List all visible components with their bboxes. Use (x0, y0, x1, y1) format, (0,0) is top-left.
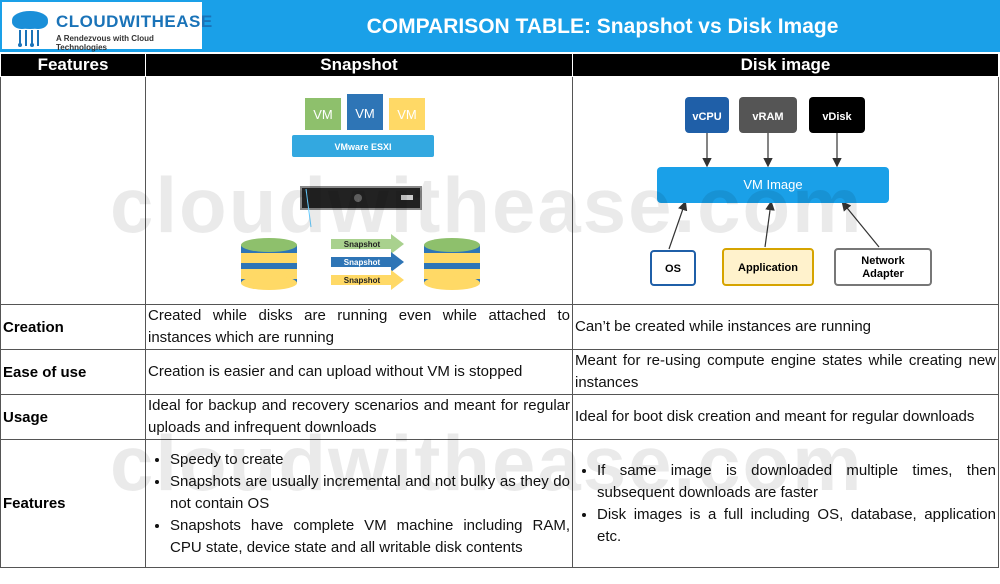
list-item: Snapshots are usually incremental and no… (170, 471, 570, 515)
snapshot-diagram-cell: VM VM VM VMware ESXI (145, 76, 573, 305)
database-icon (424, 238, 480, 290)
os-box (650, 250, 696, 286)
vm-label: VM (397, 107, 417, 122)
esxi-label: VMware ESXI (334, 142, 391, 152)
list-item: If same image is downloaded multiple tim… (597, 460, 996, 504)
list-item: Disk images is a full including OS, data… (597, 504, 996, 548)
row-label: Ease of use (0, 349, 146, 395)
snapshot-arrow-label: Snapshot (344, 258, 381, 267)
vm-label: VM (355, 106, 375, 121)
snapshot-features-cell: Speedy to create Snapshots are usually i… (145, 439, 573, 568)
row-label: Creation (0, 304, 146, 350)
table-row: Creation Created while disks are running… (0, 304, 999, 350)
os-label: OS (665, 263, 681, 275)
vcpu-label: vCPU (692, 111, 721, 123)
vcpu-box (685, 97, 729, 133)
vm-image-box (657, 167, 889, 203)
application-label: Application (738, 262, 798, 274)
snapshot-arrow (331, 270, 404, 290)
brand-logo: CLOUDWITHEASE A Rendezvous with Cloud Te… (2, 2, 212, 52)
vram-box (739, 97, 797, 133)
disk-image-diagram: vCPU vRAM vDisk VM Image OS App (650, 97, 932, 286)
vm-box-yellow (387, 96, 427, 132)
comparison-table: Features Snapshot Disk image VM VM VM VM… (0, 53, 999, 568)
column-header-disk-image: Disk image (572, 53, 999, 77)
row-label: Features (0, 439, 146, 568)
snapshot-cell: Ideal for backup and recovery scenarios … (145, 394, 573, 440)
snapshot-arrow-label: Snapshot (344, 240, 381, 249)
header-banner: CLOUDWITHEASE A Rendezvous with Cloud Te… (0, 0, 1000, 52)
disk-image-diagram-cell: vCPU vRAM vDisk VM Image OS App (572, 76, 999, 305)
list-item: Snapshots have complete VM machine inclu… (170, 515, 570, 559)
snapshot-arrow-label: Snapshot (344, 276, 381, 285)
disk-image-cell: Ideal for boot disk creation and meant f… (572, 394, 999, 440)
snapshot-arrow (331, 252, 404, 272)
page-title: COMPARISON TABLE: Snapshot vs Disk Image (366, 15, 839, 38)
snapshot-diagram: VM VM VM VMware ESXI (241, 92, 480, 290)
row-label: Usage (0, 394, 146, 440)
application-box (722, 248, 814, 286)
list-item: Speedy to create (170, 449, 570, 471)
vm-box-green (303, 96, 343, 132)
column-header-features: Features (0, 53, 146, 77)
disk-image-cell: Can’t be created while instances are run… (572, 304, 999, 350)
vm-label: VM (313, 107, 333, 122)
database-icon (241, 238, 297, 290)
table-row: Usage Ideal for backup and recovery scen… (0, 394, 999, 440)
disk-features-list: If same image is downloaded multiple tim… (575, 460, 996, 548)
snapshot-cell: Creation is easier and can upload withou… (145, 349, 573, 395)
table-row: Features Speedy to create Snapshots are … (0, 439, 999, 568)
empty-cell (0, 76, 146, 305)
disk-features-cell: If same image is downloaded multiple tim… (572, 439, 999, 568)
esxi-bar (292, 135, 434, 157)
vm-box-blue (345, 92, 385, 132)
cloud-logo-icon (12, 11, 48, 47)
table-row: Ease of use Creation is easier and can u… (0, 349, 999, 395)
vdisk-box (809, 97, 865, 133)
snapshot-cell: Created while disks are running even whi… (145, 304, 573, 350)
diagram-row: VM VM VM VMware ESXI (0, 76, 999, 305)
vm-image-label: VM Image (743, 177, 802, 192)
network-adapter-box (834, 248, 932, 286)
column-header-snapshot: Snapshot (145, 53, 573, 77)
table-header-row: Features Snapshot Disk image (0, 53, 999, 77)
brand-name: CLOUDWITHEASE (56, 12, 213, 31)
snapshot-arrow (331, 234, 404, 254)
vdisk-label: vDisk (822, 111, 852, 123)
disk-image-cell: Meant for re-using compute engine states… (572, 349, 999, 395)
snapshot-features-list: Speedy to create Snapshots are usually i… (148, 449, 570, 559)
brand-tagline: A Rendezvous with Cloud Technologies (56, 34, 154, 52)
vram-label: vRAM (752, 111, 783, 123)
